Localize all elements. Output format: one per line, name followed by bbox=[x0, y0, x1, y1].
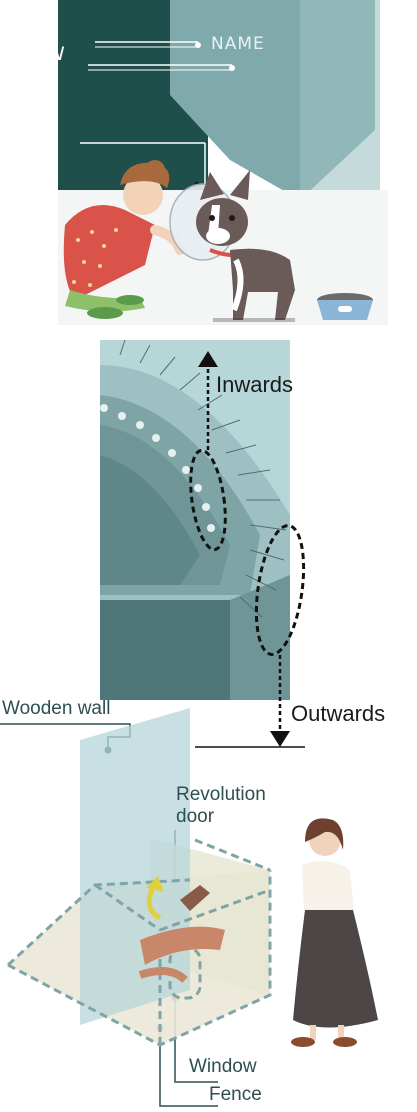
revolution-door-label-line1: Revolution bbox=[176, 784, 266, 805]
outwards-label: Outwards bbox=[291, 701, 386, 726]
rotation-detail-svg bbox=[100, 339, 306, 748]
outwards-arrowhead bbox=[270, 731, 290, 747]
fence-leader bbox=[159, 1030, 218, 1107]
inwards-highlight bbox=[189, 448, 227, 552]
panel-dog-collar-illustration: W NAME bbox=[0, 0, 417, 330]
revolution-door-label-line2: door bbox=[176, 806, 215, 827]
dog-bowl bbox=[317, 293, 373, 320]
rotation-arrow bbox=[146, 884, 162, 921]
fence-label: Fence bbox=[209, 1084, 262, 1105]
name-tag-letter: W bbox=[46, 43, 66, 65]
window-label: Window bbox=[189, 1056, 257, 1077]
kennel-svg bbox=[0, 708, 378, 1107]
wooden-wall-label: Wooden wall bbox=[2, 698, 111, 719]
inwards-arrowhead bbox=[198, 351, 218, 367]
wooden-wall bbox=[80, 708, 190, 1025]
collar-illustration-svg bbox=[58, 0, 388, 325]
name-tag-label: NAME bbox=[211, 34, 265, 54]
inwards-label: Inwards bbox=[216, 372, 294, 397]
outwards-highlight bbox=[254, 524, 306, 656]
light-teal-panel bbox=[300, 0, 380, 250]
kennel-dog bbox=[138, 885, 225, 984]
dog-figure bbox=[196, 170, 295, 322]
panel-door-rotation-detail: Inwards Outwards bbox=[0, 335, 417, 755]
panel-kennel-structure: Wooden wall Revolution door Window Fence bbox=[0, 690, 417, 1112]
woman-figure bbox=[291, 818, 378, 1047]
